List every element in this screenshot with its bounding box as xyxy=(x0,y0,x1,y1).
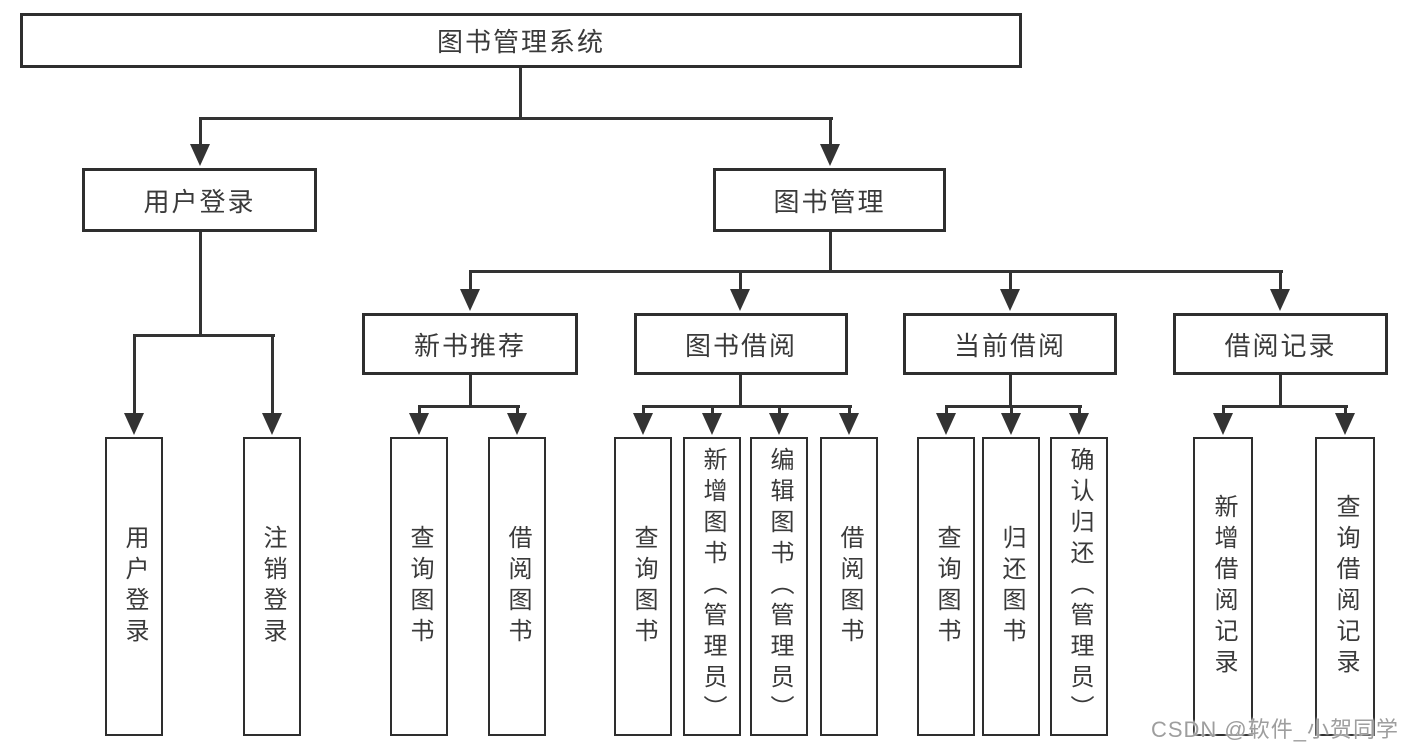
arrowhead-down-icon xyxy=(460,289,480,311)
system-root: 图书管理系统 xyxy=(20,13,1022,68)
connector-line xyxy=(739,375,742,408)
leaf-query-books-recommend: 查询图书 xyxy=(390,437,448,736)
arrowhead-down-icon xyxy=(820,144,840,166)
connector-line xyxy=(199,117,833,120)
leaf-borrow-books-borrowing: 借阅图书 xyxy=(820,437,878,736)
leaf-add-borrow-record: 新增借阅记录 xyxy=(1193,437,1253,736)
connector-line xyxy=(642,405,852,408)
arrowhead-down-icon xyxy=(190,144,210,166)
branch-borrowing-records: 借阅记录 xyxy=(1173,313,1388,375)
connector-arrow-stem xyxy=(711,406,714,417)
connector-arrow-stem xyxy=(829,118,832,148)
connector-arrow-stem xyxy=(199,118,202,148)
connector-arrow-stem xyxy=(133,335,136,417)
branch-current-borrowing: 当前借阅 xyxy=(903,313,1117,375)
connector-line xyxy=(133,334,275,337)
connector-arrow-stem xyxy=(516,406,519,417)
connector-line xyxy=(1009,375,1012,408)
connector-arrow-stem xyxy=(1222,406,1225,417)
leaf-return-books: 归还图书 xyxy=(982,437,1040,736)
connector-arrow-stem xyxy=(778,406,781,417)
connector-line xyxy=(945,405,1082,408)
leaf-query-borrow-record: 查询借阅记录 xyxy=(1315,437,1375,736)
arrowhead-down-icon xyxy=(1000,289,1020,311)
arrowhead-down-icon xyxy=(124,413,144,435)
connector-arrow-stem xyxy=(469,271,472,293)
arrowhead-down-icon xyxy=(1335,413,1355,435)
connector-arrow-stem xyxy=(1279,271,1282,293)
leaf-user-login: 用户登录 xyxy=(105,437,163,736)
arrowhead-down-icon xyxy=(1213,413,1233,435)
connector-line xyxy=(199,232,202,337)
arrowhead-down-icon xyxy=(507,413,527,435)
connector-arrow-stem xyxy=(418,406,421,417)
connector-arrow-stem xyxy=(271,335,274,417)
arrowhead-down-icon xyxy=(730,289,750,311)
arrowhead-down-icon xyxy=(1270,289,1290,311)
connector-line xyxy=(829,232,832,273)
arrowhead-down-icon xyxy=(409,413,429,435)
connector-arrow-stem xyxy=(739,271,742,293)
arrowhead-down-icon xyxy=(1001,413,1021,435)
connector-line xyxy=(1222,405,1348,408)
connector-arrow-stem xyxy=(945,406,948,417)
csdn-watermark: CSDN @软件_小贺同学 xyxy=(1150,717,1399,742)
arrowhead-down-icon xyxy=(769,413,789,435)
connector-arrow-stem xyxy=(848,406,851,417)
connector-line xyxy=(469,375,472,408)
leaf-borrow-books-recommend: 借阅图书 xyxy=(488,437,546,736)
leaf-logout: 注销登录 xyxy=(243,437,301,736)
branch-new-book-recommend: 新书推荐 xyxy=(362,313,578,375)
arrowhead-down-icon xyxy=(839,413,859,435)
leaf-edit-books-admin: 编辑图书（管理员） xyxy=(750,437,808,736)
connector-line xyxy=(469,270,1283,273)
branch-user-login: 用户登录 xyxy=(82,168,317,232)
leaf-confirm-return-admin: 确认归还（管理员） xyxy=(1050,437,1108,736)
arrowhead-down-icon xyxy=(1069,413,1089,435)
connector-arrow-stem xyxy=(1078,406,1081,417)
connector-line xyxy=(519,68,522,120)
arrowhead-down-icon xyxy=(262,413,282,435)
arrowhead-down-icon xyxy=(702,413,722,435)
leaf-query-books-borrowing: 查询图书 xyxy=(614,437,672,736)
branch-book-borrowing: 图书借阅 xyxy=(634,313,848,375)
connector-arrow-stem xyxy=(1344,406,1347,417)
leaf-add-books-admin: 新增图书（管理员） xyxy=(683,437,741,736)
arrowhead-down-icon xyxy=(633,413,653,435)
connector-arrow-stem xyxy=(1010,406,1013,417)
connector-arrow-stem xyxy=(1009,271,1012,293)
arrowhead-down-icon xyxy=(936,413,956,435)
branch-book-management: 图书管理 xyxy=(713,168,946,232)
connector-line xyxy=(418,405,520,408)
leaf-query-books-current: 查询图书 xyxy=(917,437,975,736)
connector-arrow-stem xyxy=(642,406,645,417)
connector-line xyxy=(1279,375,1282,408)
